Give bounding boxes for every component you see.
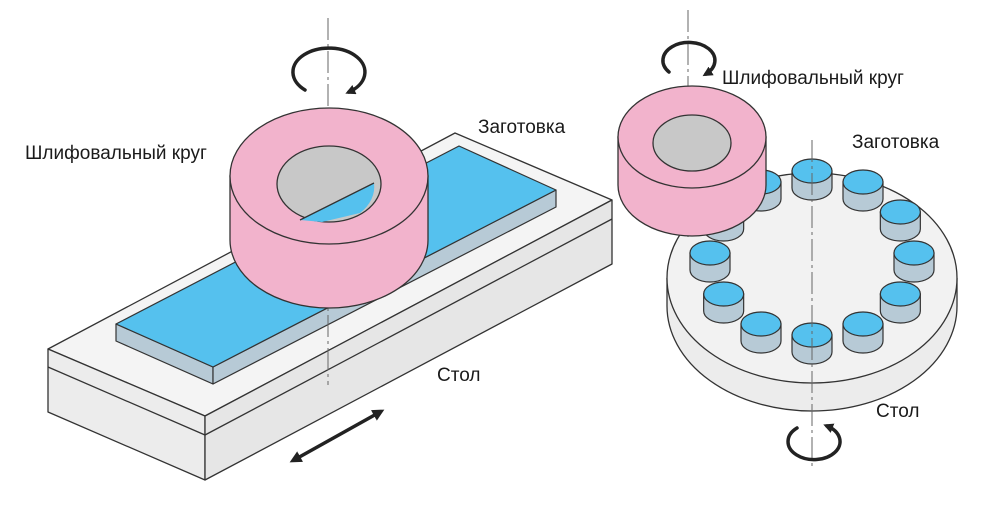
right-workpiece-5: [879, 281, 921, 324]
left-traverse-double-arrow-icon: [289, 409, 385, 463]
right-wheel-label: Шлифовальный круг: [722, 68, 904, 89]
right-workpiece-3: [879, 199, 921, 242]
right-grinding-wheel: [617, 85, 767, 237]
right-workpiece-8: [740, 311, 782, 354]
right-table-label: Стол: [876, 401, 920, 422]
right-workpiece-9: [703, 281, 745, 324]
right-workpiece-10: [689, 240, 731, 283]
right-workpiece-label: Заготовка: [852, 132, 940, 153]
left-table-label: Стол: [437, 365, 481, 386]
left-grinding-wheel: [229, 107, 429, 309]
left-workpiece-label: Заготовка: [478, 117, 566, 138]
right-workpiece-4: [893, 240, 935, 283]
right-bottom-rotation-arrow-icon: [786, 423, 842, 462]
left-rotation-arrow-icon: [291, 46, 367, 95]
right-workpiece-2: [842, 169, 884, 212]
right-workpiece-6: [842, 311, 884, 354]
right-top-rotation-arrow-icon: [661, 40, 717, 77]
left-wheel-label: Шлифовальный круг: [25, 143, 207, 164]
